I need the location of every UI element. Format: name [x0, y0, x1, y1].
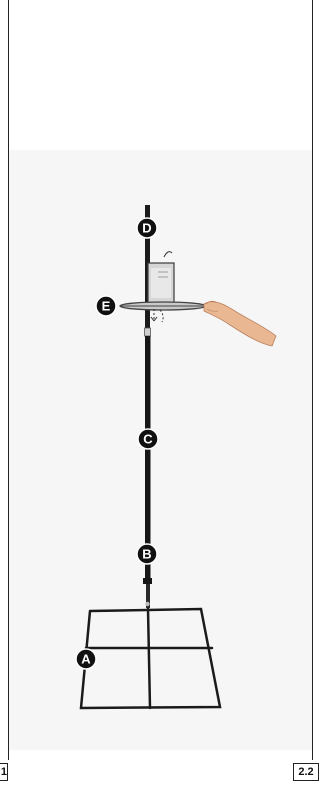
callout-b: B	[137, 544, 157, 564]
callout-c: C	[138, 429, 158, 449]
shelf-tray	[120, 302, 206, 322]
callout-d: D	[137, 218, 157, 238]
page-number-right: 2.2	[293, 763, 319, 781]
callout-e: E	[96, 296, 116, 316]
callout-a-label: A	[81, 652, 91, 667]
document-holder	[148, 252, 174, 303]
base-frame	[81, 609, 220, 708]
hand-illustration	[204, 301, 276, 346]
callout-c-label: C	[143, 432, 153, 447]
callout-e-label: E	[102, 299, 111, 314]
callout-a: A	[76, 649, 96, 669]
page-number-left: 1	[0, 763, 8, 781]
callout-d-label: D	[142, 221, 151, 236]
callout-b-label: B	[142, 547, 151, 562]
